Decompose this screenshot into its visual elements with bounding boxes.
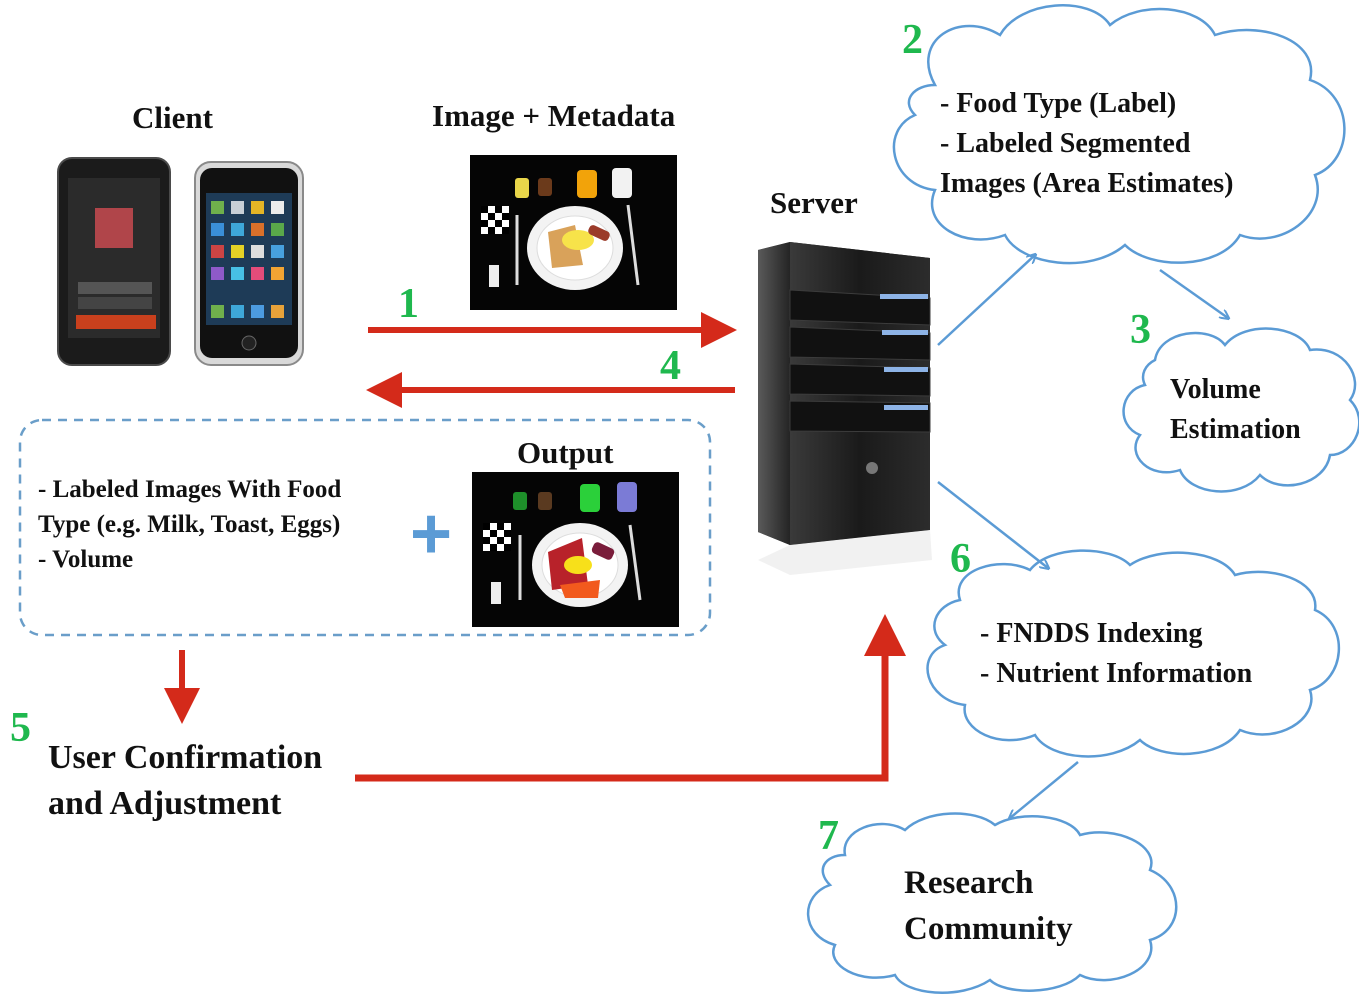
output-line-1: - Labeled Images With Food xyxy=(38,476,342,503)
food-photo-segmented-icon xyxy=(472,472,679,627)
output-box xyxy=(18,418,712,637)
step-number-4: 4 xyxy=(660,343,681,389)
user-confirm-line-2: and Adjustment xyxy=(48,785,282,822)
cloud-volume-estimation xyxy=(1122,327,1359,493)
cloud-fndds xyxy=(926,549,1340,758)
cloud-volume-text: Volume Estimation xyxy=(1170,370,1301,450)
plus-icon: + xyxy=(410,494,453,574)
arrow-server-to-cloud6 xyxy=(937,481,1048,568)
cloud2-line-1: - Food Type (Label) xyxy=(940,88,1177,119)
step-number-5: 5 xyxy=(10,705,31,751)
arrow-cloud2-to-cloud3 xyxy=(1159,268,1228,318)
client-label: Client xyxy=(132,100,213,135)
cloud6-line-1: - FNDDS Indexing xyxy=(980,618,1203,649)
step-number-1: 1 xyxy=(398,281,419,327)
cloud7-line-1: Research xyxy=(904,865,1034,901)
cloud2-line-3: Images (Area Estimates) xyxy=(940,168,1234,199)
step-number-6: 6 xyxy=(950,536,971,582)
cloud-research xyxy=(806,812,1178,994)
step-number-7: 7 xyxy=(818,813,839,859)
user-confirm-line-1: User Confirmation xyxy=(48,739,323,776)
cloud2-line-2: - Labeled Segmented xyxy=(940,128,1191,159)
user-confirmation-label: User Confirmation and Adjustment xyxy=(48,735,322,827)
cloud3-line-2: Estimation xyxy=(1170,414,1301,445)
output-line-3: - Volume xyxy=(38,546,134,573)
step-number-3: 3 xyxy=(1130,307,1151,353)
image-metadata-label: Image + Metadata xyxy=(432,98,676,133)
output-description: - Labeled Images With Food Type (e.g. Mi… xyxy=(38,472,341,577)
cloud6-line-2: - Nutrient Information xyxy=(980,658,1253,689)
server-label: Server xyxy=(770,185,858,220)
smartphone-android-icon xyxy=(57,157,171,366)
output-line-2: Type (e.g. Milk, Toast, Eggs) xyxy=(38,511,341,538)
food-photo-icon xyxy=(470,155,677,310)
cloud7-line-2: Community xyxy=(904,911,1073,947)
step-number-2: 2 xyxy=(902,17,923,63)
arrow-cloud6-to-cloud7 xyxy=(1010,761,1079,818)
cloud-food-type xyxy=(892,4,1346,265)
output-label: Output xyxy=(517,435,614,470)
server-tower-icon xyxy=(758,242,932,575)
cloud-food-type-text: - Food Type (Label) - Labeled Segmented … xyxy=(940,84,1233,204)
cloud-research-text: Research Community xyxy=(904,860,1073,952)
arrow-step-5 xyxy=(355,614,906,782)
arrow-server-to-cloud2 xyxy=(937,255,1035,346)
cloud3-line-1: Volume xyxy=(1170,374,1261,405)
smartphone-iphone-icon xyxy=(194,161,304,366)
cloud-fndds-text: - FNDDS Indexing - Nutrient Information xyxy=(980,614,1252,694)
